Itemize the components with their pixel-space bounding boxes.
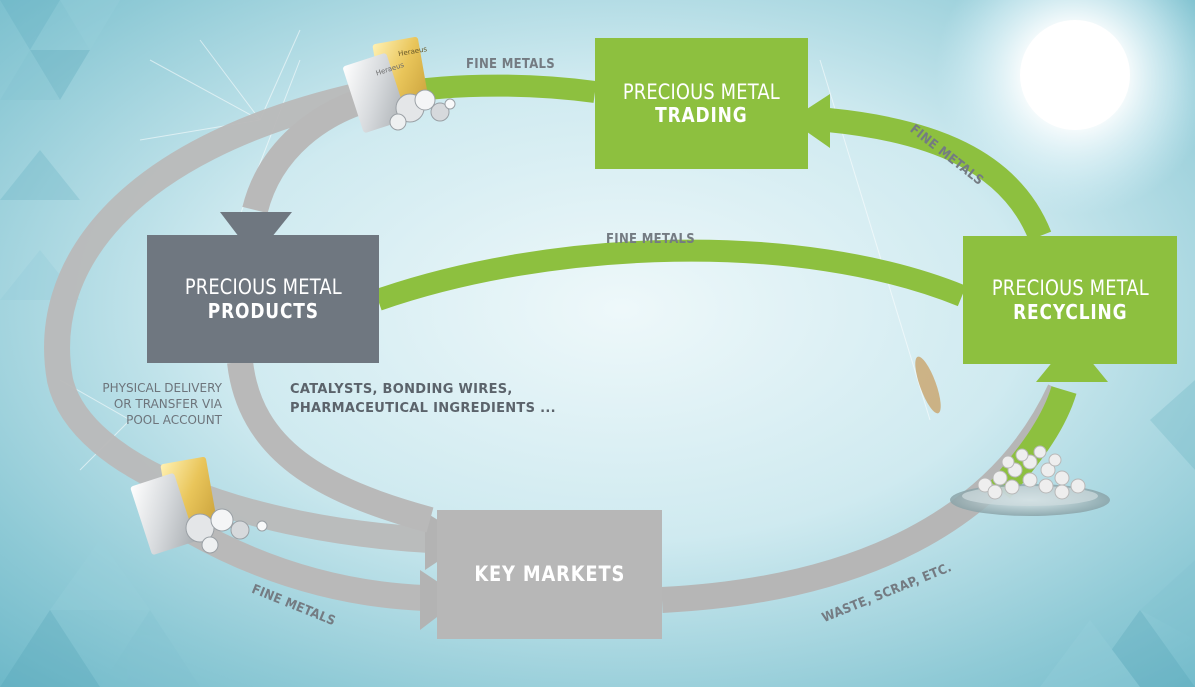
recycling-title-line2: RECYCLING <box>1012 299 1128 324</box>
gold-bars-icon <box>130 457 268 555</box>
trading-title-line1: PRECIOUS METAL <box>622 79 781 104</box>
products-title-line2: PRODUCTS <box>207 298 319 323</box>
label-fine-metals-top: FINE METALS <box>466 57 556 72</box>
key-markets-title: KEY MARKETS <box>474 562 625 587</box>
recycling-box: PRECIOUS METAL RECYCLING <box>963 236 1177 364</box>
products-box: PRECIOUS METAL PRODUCTS <box>147 235 379 363</box>
label-products-list-line1: CATALYSTS, BONDING WIRES, <box>290 382 513 397</box>
arrow-delivery-arc <box>44 82 431 553</box>
arrow-fine-metals-bottom <box>183 518 426 611</box>
label-fine-metals-middle: FINE METALS <box>606 232 696 247</box>
label-delivery-line3: POOL ACCOUNT <box>126 413 222 427</box>
key-markets-box: KEY MARKETS <box>437 510 662 639</box>
gold-bars-icon <box>343 37 456 133</box>
arrow-recycling-to-trading-head <box>790 94 830 148</box>
trading-box: PRECIOUS METAL TRADING <box>595 38 808 169</box>
label-products-list-line2: PHARMACEUTICAL INGREDIENTS ... <box>290 401 556 416</box>
trading-title-line2: TRADING <box>655 103 748 128</box>
arrow-recycling-to-trading <box>826 108 1052 241</box>
label-delivery-line2: OR TRANSFER VIA <box>113 397 222 411</box>
label-delivery-line1: PHYSICAL DELIVERY <box>102 381 222 395</box>
products-title-line1: PRECIOUS METAL <box>184 275 342 300</box>
recycling-pellets-icon <box>950 445 1110 516</box>
recycling-title-line1: PRECIOUS METAL <box>991 276 1149 301</box>
label-products-list: CATALYSTS, BONDING WIRES, PHARMACEUTICAL… <box>290 380 556 418</box>
arrow-products-to-markets <box>227 360 434 533</box>
label-delivery: PHYSICAL DELIVERY OR TRANSFER VIA POOL A… <box>95 380 222 428</box>
arrow-recycling-to-products <box>374 239 967 311</box>
